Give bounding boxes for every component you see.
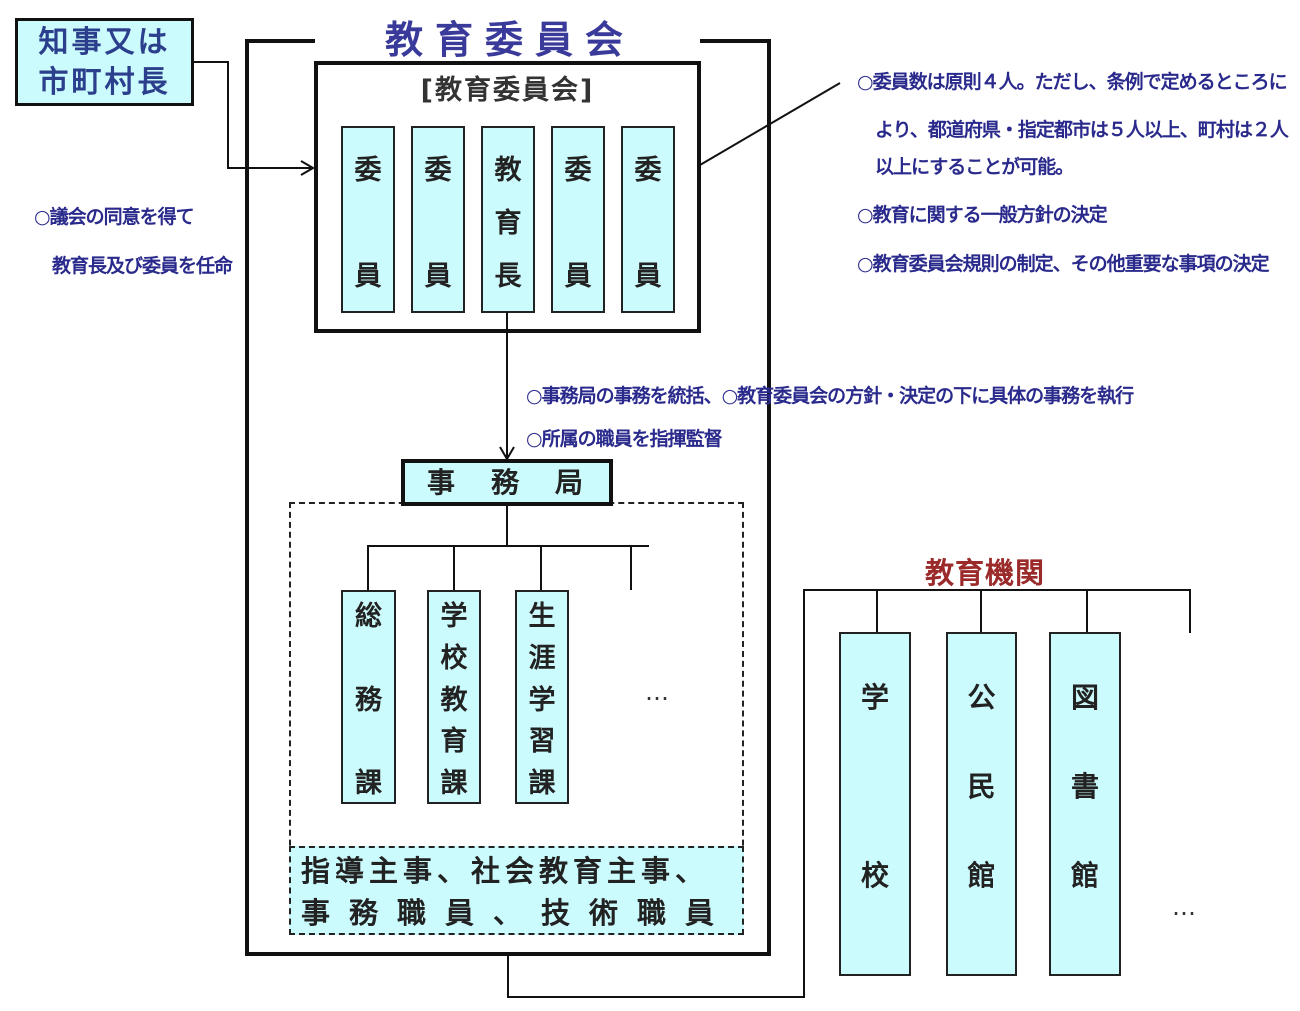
institution-char: 校 bbox=[860, 859, 889, 892]
staff-line2: 事務職員、技術職員 bbox=[301, 896, 734, 930]
board-note-line: ○委員数は原則４人。ただし、条例で定めるところに bbox=[857, 71, 1288, 93]
board-member-char: 教 bbox=[494, 155, 522, 186]
appointer-label-line2: 市町村長 bbox=[38, 65, 171, 100]
division-char: 学 bbox=[528, 684, 556, 716]
board-note-connector bbox=[699, 82, 841, 166]
arrow-down-icon bbox=[499, 445, 515, 461]
institution-char: 館 bbox=[967, 859, 996, 892]
institution-box: 学校 bbox=[839, 632, 911, 976]
institutions-branch-line bbox=[803, 589, 1191, 591]
division-char: 学 bbox=[440, 601, 468, 632]
institution-char: 民 bbox=[967, 770, 996, 803]
board-note-line: ○教育委員会規則の制定、その他重要な事項の決定 bbox=[857, 253, 1270, 275]
board-member-char: 員 bbox=[634, 261, 662, 292]
board-member-box: 委員 bbox=[621, 126, 675, 313]
board-member-char: 員 bbox=[354, 261, 382, 292]
division-char: 総 bbox=[355, 601, 382, 632]
board-member-box: 委員 bbox=[411, 126, 465, 313]
division-char: 課 bbox=[528, 768, 556, 799]
board-note-line: より、都道府県・指定都市は５人以上、町村は２人 bbox=[857, 119, 1289, 141]
staff-box: 指導主事、社会教育主事、 事務職員、技術職員 bbox=[289, 846, 744, 935]
board-frame-bottom bbox=[245, 952, 771, 956]
board-member-char: 委 bbox=[634, 155, 662, 186]
superintendent-note-line1: ○事務局の事務を統括、○教育委員会の方針・決定の下に具体の事務を執行 bbox=[526, 385, 1134, 407]
division-char: 課 bbox=[355, 768, 382, 799]
institution-box: 図書館 bbox=[1049, 632, 1121, 976]
appointment-note-line1: ○議会の同意を得て bbox=[34, 206, 195, 228]
division-char: 課 bbox=[440, 768, 468, 799]
institutions-connector bbox=[507, 956, 509, 998]
institutions-more: … bbox=[1172, 893, 1196, 921]
division-char: 教 bbox=[440, 684, 468, 716]
board-member-box: 委員 bbox=[341, 126, 395, 313]
division-branch-line bbox=[367, 545, 649, 547]
secretariat-label: 事 務 局 bbox=[426, 466, 587, 499]
divisions-more: … bbox=[645, 678, 669, 706]
institutions-title: 教育機関 bbox=[925, 556, 1046, 590]
board-member-char: 委 bbox=[354, 155, 382, 186]
board-note-line: ○教育に関する一般方針の決定 bbox=[857, 204, 1108, 226]
board-member-char: 委 bbox=[564, 155, 592, 186]
board-inner-title: [教育委員会] bbox=[420, 75, 595, 106]
board-member-char: 員 bbox=[424, 261, 452, 292]
institution-box: 公民館 bbox=[946, 632, 1017, 976]
division-box: 総務課 bbox=[341, 590, 396, 804]
board-frame-right bbox=[767, 39, 771, 956]
division-char: 習 bbox=[528, 726, 556, 758]
appointer-label-line1: 知事又は bbox=[38, 25, 171, 60]
division-box: 生涯学習課 bbox=[515, 590, 569, 804]
institution-char: 学 bbox=[860, 681, 889, 714]
institution-char: 図 bbox=[1070, 681, 1099, 714]
division-char: 務 bbox=[355, 684, 382, 716]
arrow-head-icon bbox=[300, 160, 315, 176]
superintendent-connector bbox=[506, 312, 508, 460]
division-char: 育 bbox=[440, 726, 468, 758]
division-char: 生 bbox=[528, 601, 556, 632]
division-char: 校 bbox=[440, 642, 468, 674]
institution-char: 館 bbox=[1070, 859, 1099, 892]
board-note-line: 以上にすることが可能。 bbox=[857, 156, 1074, 178]
board-frame-left bbox=[245, 39, 249, 956]
board-member-char: 長 bbox=[494, 261, 522, 292]
appointer-connector bbox=[194, 61, 229, 63]
board-member-char: 育 bbox=[494, 208, 522, 239]
institution-char: 書 bbox=[1070, 770, 1099, 803]
board-member-box: 委員 bbox=[551, 126, 605, 313]
board-member-box: 教育長 bbox=[481, 126, 535, 313]
division-char: 涯 bbox=[528, 642, 556, 674]
appointer-box: 知事又は 市町村長 bbox=[15, 18, 194, 106]
division-box: 学校教育課 bbox=[427, 590, 481, 804]
board-outer-title: 教育委員会 bbox=[384, 18, 635, 62]
board-member-char: 委 bbox=[424, 155, 452, 186]
superintendent-note-line2: ○所属の職員を指揮監督 bbox=[526, 428, 723, 450]
secretariat-box: 事 務 局 bbox=[401, 459, 613, 506]
institution-char: 公 bbox=[967, 681, 996, 714]
board-member-char: 員 bbox=[564, 261, 592, 292]
appointment-note-line2: 教育長及び委員を任命 bbox=[52, 255, 233, 277]
staff-line1: 指導主事、社会教育主事、 bbox=[301, 854, 710, 888]
